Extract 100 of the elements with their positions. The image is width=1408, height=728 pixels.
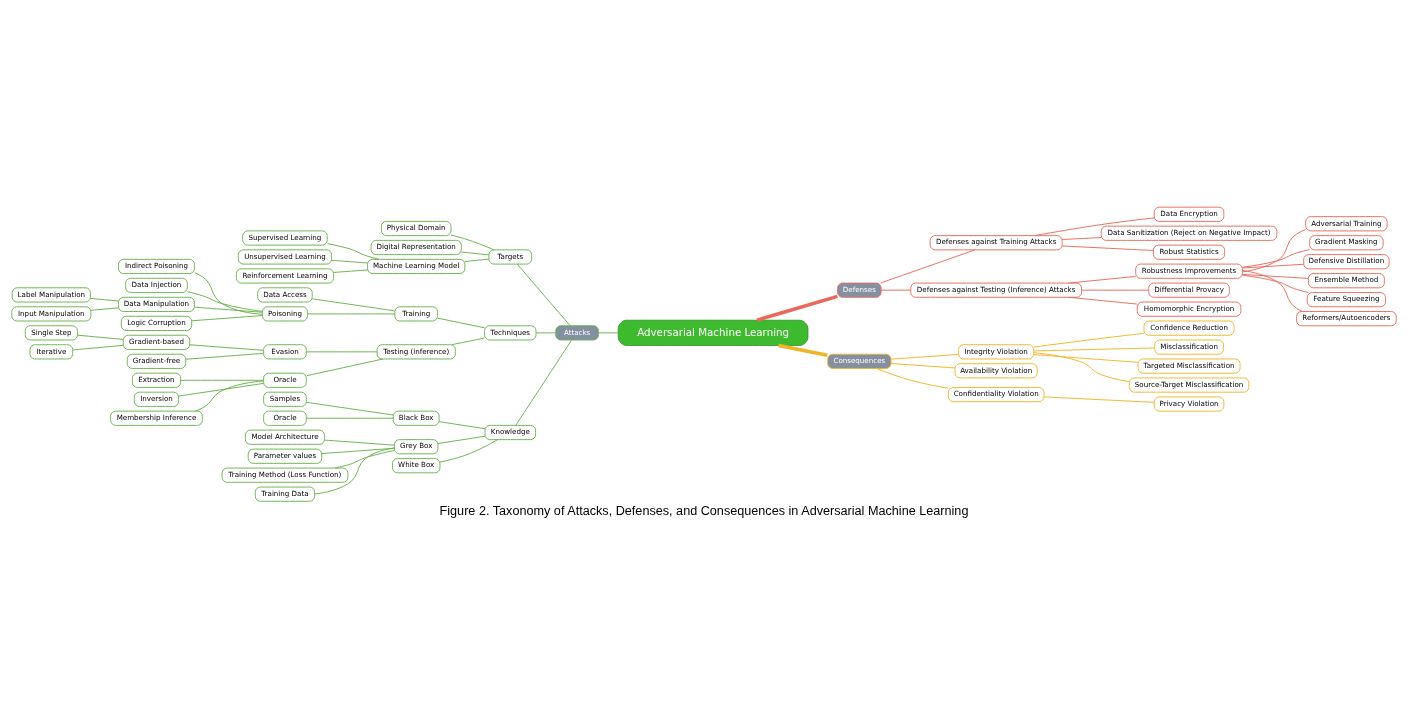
connector — [535, 331, 557, 333]
node-box: Reformers/Autoencoders — [1296, 310, 1397, 326]
connector — [1068, 275, 1136, 284]
node-box: Defensive Distillation — [1303, 253, 1390, 269]
connector — [306, 350, 378, 352]
node-box: Adversarial Machine Learning — [617, 319, 809, 346]
node-box: Consequences — [827, 353, 892, 369]
connector — [314, 446, 395, 494]
node-box: Feature Squeezing — [1306, 291, 1386, 307]
node-box: Training Data — [254, 486, 316, 502]
node-box: Oracle — [263, 410, 307, 426]
node-box: Defenses — [837, 282, 882, 298]
node-box: Unsupervised Learning — [237, 248, 333, 265]
node-box: Robustness Improvements — [1135, 263, 1243, 279]
connector — [333, 269, 368, 273]
node-box: Privacy Violation — [1153, 395, 1225, 412]
connector — [194, 306, 263, 313]
node-box: Confidence Reduction — [1143, 320, 1235, 336]
node-box: Homomorphic Encryption — [1136, 301, 1242, 317]
connector — [187, 290, 263, 312]
node-box: Adversarial Training — [1305, 215, 1388, 231]
connector — [324, 439, 395, 446]
connector — [439, 438, 498, 462]
connector — [191, 314, 263, 321]
node-box: Membership Inference — [110, 410, 203, 426]
node-box: Logic Corruption — [120, 315, 193, 331]
connector — [1081, 289, 1150, 291]
node-box: Gradient-free — [126, 353, 187, 369]
connector — [515, 339, 572, 426]
connector — [1033, 351, 1130, 382]
node-box: Grey Box — [394, 438, 439, 454]
connector — [189, 343, 264, 351]
connector — [516, 263, 571, 326]
connector — [90, 306, 119, 311]
node-box: Poisoning — [261, 305, 308, 321]
connector — [880, 248, 976, 283]
connector — [1068, 296, 1138, 305]
connector — [1242, 269, 1303, 312]
connector — [464, 258, 490, 262]
node-box: Black Box — [392, 410, 440, 426]
node-box: Machine Learning Model — [367, 258, 466, 274]
connector — [334, 449, 395, 468]
connector — [77, 334, 124, 340]
node-box: Techniques — [484, 324, 537, 340]
connector — [450, 234, 495, 250]
node-box: Label Manipulation — [11, 286, 91, 302]
node-box: Integrity Violation — [958, 343, 1035, 359]
node-box: Single Step — [24, 324, 78, 340]
node-box: Defenses against Testing (Inference) Attacks — [910, 282, 1082, 298]
node-box: Data Access — [257, 286, 313, 302]
caption: Figure 2. Taxonomy of Attacks, Defenses, and Consequences in Adversarial Machine Learning — [439, 503, 969, 518]
node-box: Samples — [263, 391, 307, 407]
node-box: Data Sanitization (Reject on Negative Impact) — [1100, 225, 1278, 241]
connector — [598, 331, 619, 333]
node-box: Targeted Misclassification — [1137, 358, 1241, 374]
connector — [890, 353, 959, 360]
connector — [178, 382, 265, 397]
node-box: Physical Domain — [380, 220, 452, 236]
node-box: Knowledge — [484, 424, 537, 440]
connector — [311, 297, 396, 311]
node-box: Indirect Poisoning — [118, 258, 195, 274]
node-box: Input Manipulation — [11, 305, 92, 321]
node-box: Gradient Masking — [1309, 234, 1384, 250]
connector — [460, 251, 490, 255]
node-box: Defenses against Training Attacks — [929, 234, 1063, 250]
connector — [890, 362, 956, 368]
node-box: Digital Representation — [370, 239, 462, 255]
node-box: Training — [394, 305, 439, 321]
connector — [756, 294, 838, 322]
node-box: Availability Violation — [954, 362, 1038, 378]
connector — [331, 259, 368, 263]
connector — [1061, 236, 1102, 240]
node-box: Training Method (Loss Function) — [221, 467, 349, 483]
node-box: Reinforcement Learning — [235, 267, 335, 284]
connector — [451, 337, 485, 345]
node-box: Data Encryption — [1153, 206, 1225, 222]
node-box: Differential Provacy — [1148, 282, 1230, 298]
node-box: Inversion — [133, 391, 180, 407]
connector — [437, 435, 486, 444]
connector — [90, 297, 119, 301]
node-box: Source-Target Misclassification — [1128, 376, 1250, 393]
connector — [1242, 228, 1307, 272]
node-box: Gradient-based — [122, 334, 191, 350]
node-box: Testing (inference) — [376, 343, 456, 359]
connector — [306, 401, 394, 415]
node-box: Parameter values — [247, 448, 323, 464]
connector — [880, 289, 911, 291]
connector — [876, 367, 949, 389]
connector — [307, 312, 396, 314]
node-box: Targets — [488, 248, 533, 265]
node-box: Oracle — [263, 372, 307, 388]
node-box: Attacks — [555, 324, 599, 340]
connector — [1242, 273, 1309, 279]
connector — [1033, 346, 1155, 351]
node-box: White Box — [392, 457, 441, 473]
node-box: Ensemble Method — [1307, 272, 1385, 288]
connector — [1242, 263, 1304, 268]
node-box: Misclassification — [1154, 339, 1224, 355]
connector — [72, 344, 124, 350]
connector — [1061, 245, 1154, 251]
